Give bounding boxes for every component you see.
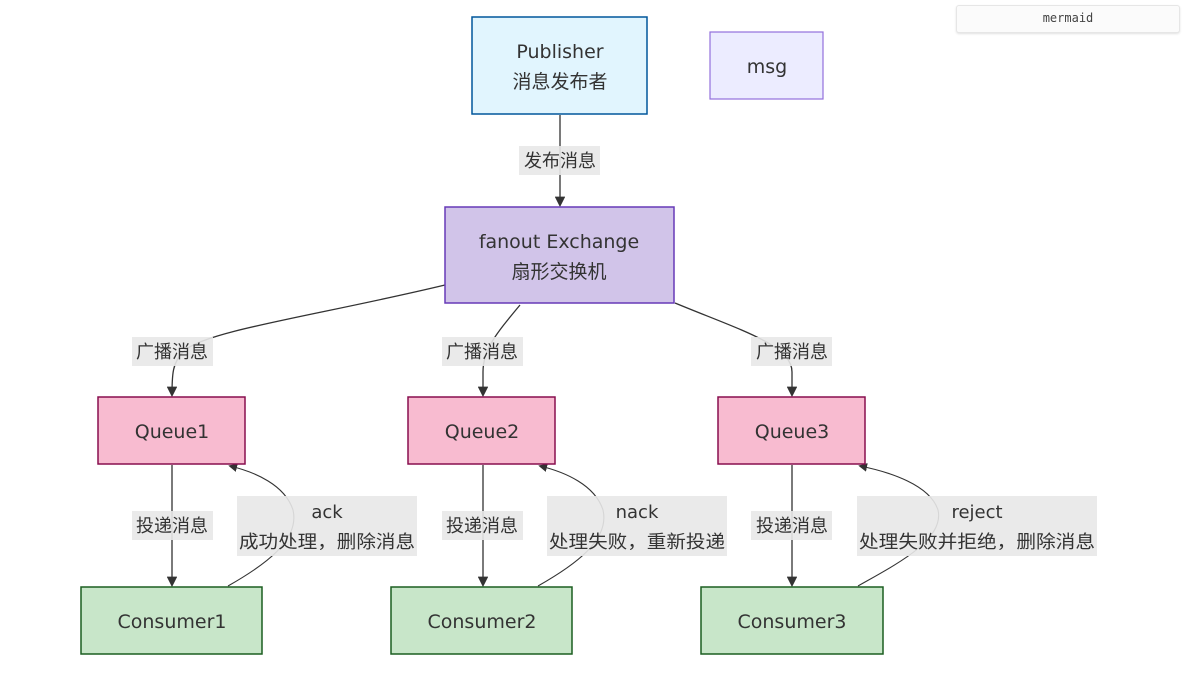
edge-label-deliver3-text: 投递消息 (756, 516, 828, 537)
node-exchange-title: fanout Exchange (479, 231, 639, 253)
node-consumer3: Consumer3 (700, 586, 884, 655)
node-queue2: Queue2 (407, 396, 556, 465)
node-queue3-label: Queue3 (755, 421, 830, 443)
mermaid-badge: mermaid (956, 5, 1180, 33)
node-queue3: Queue3 (717, 396, 866, 465)
edge-label-broadcast1-text: 广播消息 (136, 342, 208, 363)
edge-label-nack-line2: 处理失败，重新投递 (549, 532, 725, 553)
edge-label-deliver1: 投递消息 (132, 511, 213, 540)
edge-label-broadcast2-text: 广播消息 (446, 342, 518, 363)
edge-label-ack-line2: 成功处理，删除消息 (239, 532, 415, 553)
node-consumer1-label: Consumer1 (118, 611, 227, 633)
edge-label-reject: reject 处理失败并拒绝，删除消息 (857, 496, 1097, 556)
edge-label-deliver2-text: 投递消息 (446, 516, 518, 537)
node-publisher: Publisher 消息发布者 (471, 16, 648, 115)
edge-label-broadcast2: 广播消息 (442, 337, 523, 366)
edge-label-publish-text: 发布消息 (524, 151, 596, 172)
edge-label-deliver2: 投递消息 (442, 511, 523, 540)
edge-label-broadcast3: 广播消息 (751, 337, 832, 366)
node-queue1: Queue1 (97, 396, 246, 465)
node-consumer2: Consumer2 (390, 586, 573, 655)
edge-label-deliver3: 投递消息 (751, 511, 832, 540)
node-queue1-label: Queue1 (135, 421, 210, 443)
node-exchange: fanout Exchange 扇形交换机 (444, 206, 675, 304)
edge-label-publish: 发布消息 (519, 146, 600, 175)
edge-label-reject-line2: 处理失败并拒绝，删除消息 (859, 532, 1095, 553)
node-publisher-subtitle: 消息发布者 (512, 71, 607, 93)
node-msg-label: msg (747, 56, 787, 78)
edge-label-broadcast3-text: 广播消息 (756, 342, 828, 363)
node-publisher-title: Publisher (516, 41, 603, 63)
node-consumer1: Consumer1 (80, 586, 263, 655)
edge-label-ack: ack 成功处理，删除消息 (237, 496, 417, 556)
node-consumer2-label: Consumer2 (428, 611, 537, 633)
edge-label-nack: nack 处理失败，重新投递 (547, 496, 727, 556)
node-queue2-label: Queue2 (445, 421, 520, 443)
edge-label-broadcast1: 广播消息 (132, 337, 213, 366)
node-consumer3-label: Consumer3 (738, 611, 847, 633)
edge-label-nack-line1: nack (616, 502, 659, 523)
node-msg: msg (709, 31, 824, 100)
edge-label-ack-line1: ack (311, 502, 343, 523)
edge-label-reject-line1: reject (951, 502, 1002, 523)
edge-label-deliver1-text: 投递消息 (136, 516, 208, 537)
node-exchange-subtitle: 扇形交换机 (511, 261, 606, 283)
edge-labels: 发布消息 广播消息 广播消息 广播消息 投递消息 投递消息 投递消息 ack (132, 146, 1097, 556)
